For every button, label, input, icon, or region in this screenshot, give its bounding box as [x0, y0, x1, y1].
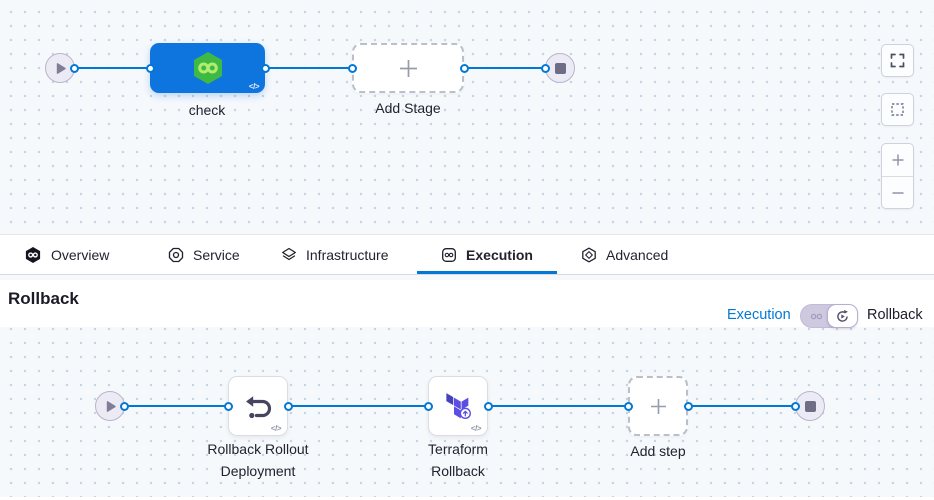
pipeline-end-node — [545, 53, 575, 83]
code-badge: </> — [470, 424, 482, 433]
stage-node-check[interactable]: </> — [150, 43, 265, 93]
connector-port — [119, 401, 129, 411]
fullscreen-button[interactable] — [881, 44, 914, 77]
terraform-icon — [446, 393, 471, 419]
plus-icon — [650, 398, 666, 414]
pipeline-connector — [267, 67, 350, 69]
mode-rollback-label: Rollback — [867, 307, 923, 323]
connector-port — [223, 401, 233, 411]
tab-execution[interactable]: Execution — [417, 235, 557, 274]
zoom-control-group — [881, 143, 914, 209]
step-label-line2: Deployment — [220, 463, 296, 479]
pipeline-connector — [466, 67, 543, 69]
marquee-select-button[interactable] — [881, 93, 914, 126]
section-title: Rollback — [8, 289, 79, 308]
toggle-thumb[interactable] — [827, 304, 858, 328]
execution-rollback-toggle[interactable] — [800, 304, 858, 328]
step-label-line1: Terraform — [428, 441, 488, 457]
add-step-label: Add step — [630, 443, 686, 459]
execution-infinity-icon — [810, 313, 823, 320]
zoom-in-icon — [892, 154, 903, 166]
connector-port — [459, 63, 469, 73]
play-icon — [56, 62, 66, 74]
connector-port — [483, 401, 493, 411]
tab-advanced[interactable]: Advanced — [581, 235, 668, 274]
pipeline-connector — [126, 405, 226, 407]
connector-port — [623, 401, 633, 411]
plus-icon — [399, 59, 417, 77]
pipeline-connector — [290, 405, 426, 407]
pipeline-tabbar: Overview Service Infrastructure Executio… — [0, 234, 934, 275]
tab-label: Advanced — [606, 246, 669, 263]
tab-label: Execution — [466, 246, 533, 263]
stage-label: check — [188, 102, 226, 118]
advanced-icon — [582, 247, 596, 262]
rollback-icon — [837, 309, 848, 322]
tab-label: Infrastructure — [306, 246, 389, 263]
harness-cd-icon — [193, 52, 222, 84]
tab-service[interactable]: Service — [168, 235, 240, 274]
connector-port — [347, 63, 357, 73]
add-step-button[interactable] — [628, 376, 688, 436]
zoom-out-icon — [892, 191, 903, 194]
tab-overview[interactable]: Overview — [24, 235, 109, 274]
pipeline-connector — [690, 405, 793, 407]
zoom-out-button[interactable] — [882, 176, 913, 208]
canvas-bottom-edge — [0, 497, 934, 500]
marquee-select-icon — [891, 103, 904, 116]
service-icon — [168, 247, 184, 262]
pipeline-end-node — [795, 391, 825, 421]
code-badge: </> — [248, 82, 260, 91]
step-node-terraform-rollback[interactable]: </> — [428, 376, 488, 436]
connector-port — [69, 63, 79, 73]
execution-icon — [442, 247, 457, 262]
connector-port — [683, 401, 693, 411]
step-node-rollback-rollout[interactable]: </> — [228, 376, 288, 436]
code-badge: </> — [270, 424, 282, 433]
step-label: Terraform Rollback — [383, 438, 533, 482]
active-tab-underline — [417, 271, 557, 274]
stop-icon — [804, 400, 816, 412]
step-label-line2: Rollback — [431, 463, 485, 479]
pipeline-connector — [490, 405, 626, 407]
pipeline-connector — [76, 67, 148, 69]
mode-execution-link[interactable]: Execution — [727, 307, 791, 323]
step-label: Rollback Rollout Deployment — [183, 438, 333, 482]
step-label-line1: Rollback Rollout — [207, 441, 309, 457]
connector-port — [145, 63, 155, 73]
add-stage-button[interactable] — [352, 43, 464, 93]
add-stage-label: Add Stage — [375, 100, 441, 116]
connector-port — [260, 63, 270, 73]
connector-port — [423, 401, 433, 411]
tab-label: Service — [193, 246, 240, 263]
stop-icon — [554, 62, 566, 74]
connector-port — [540, 63, 550, 73]
rollback-header: Rollback Execution Rollback — [0, 280, 934, 328]
zoom-in-button[interactable] — [882, 144, 913, 176]
connector-port — [283, 401, 293, 411]
tab-label: Overview — [51, 246, 110, 263]
stage-canvas[interactable]: </> check Add Stage — [0, 0, 934, 234]
fullscreen-icon — [890, 53, 905, 68]
rollback-arrow-icon — [245, 395, 271, 418]
harness-hexagon-icon — [25, 246, 41, 263]
connector-port — [790, 401, 800, 411]
infrastructure-icon — [282, 247, 296, 260]
play-icon — [106, 400, 116, 412]
tab-infrastructure[interactable]: Infrastructure — [281, 235, 388, 274]
